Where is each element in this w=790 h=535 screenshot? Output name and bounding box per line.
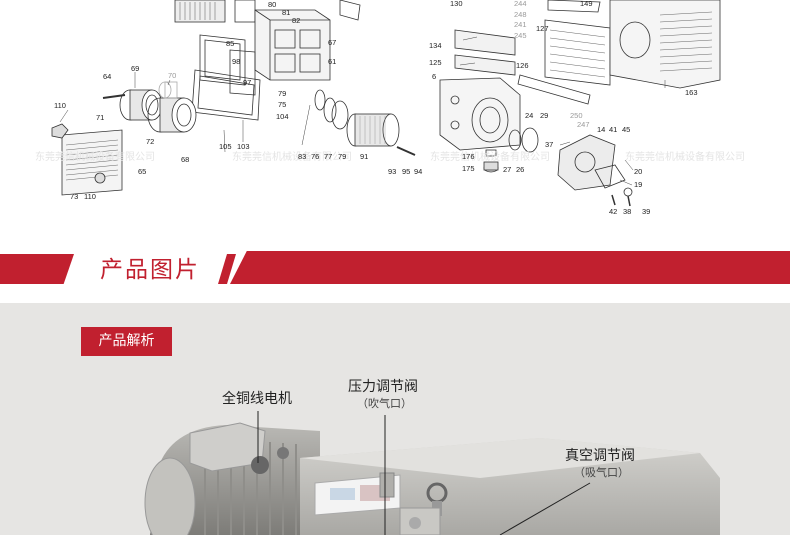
part-number: 19 bbox=[634, 180, 643, 189]
part-number: 67 bbox=[328, 38, 337, 47]
header-bar-slash bbox=[218, 254, 236, 284]
part-number: 37 bbox=[545, 140, 554, 149]
header-bar-right bbox=[230, 251, 790, 284]
part-number: 245 bbox=[514, 31, 527, 40]
part-number: 110 bbox=[84, 192, 96, 201]
part-number: 103 bbox=[237, 142, 250, 151]
watermark-text: 东莞莞信机械设备有限公司 bbox=[625, 152, 745, 163]
part-number: 94 bbox=[414, 167, 423, 176]
part-number: 248 bbox=[514, 10, 527, 19]
watermark-text: 东莞莞信机械设备有限公司 bbox=[232, 152, 352, 163]
part-number: 91 bbox=[360, 152, 369, 161]
part-number: 27 bbox=[503, 165, 512, 174]
watermark-text: 东莞莞信机械设备有限公司 bbox=[35, 152, 155, 163]
part-number: 134 bbox=[429, 41, 442, 50]
exploded-parts-diagram: 东莞莞信机械设备有限公司 东莞莞信机械设备有限公司 东莞莞信机械设备有限公司 东… bbox=[0, 0, 790, 235]
part-number: 105 bbox=[219, 142, 232, 151]
part-number: 69 bbox=[131, 64, 140, 73]
part-number: 85 bbox=[226, 39, 235, 48]
part-number: 97 bbox=[243, 78, 252, 87]
part-number: 241 bbox=[514, 20, 527, 29]
part-number: 83 bbox=[298, 152, 307, 161]
part-number: 64 bbox=[103, 72, 112, 81]
part-number: 104 bbox=[276, 112, 289, 121]
part-number: 42 bbox=[609, 207, 618, 216]
part-number: 163 bbox=[685, 88, 698, 97]
part-number: 26 bbox=[516, 165, 525, 174]
part-number: 127 bbox=[536, 24, 549, 33]
part-number: 75 bbox=[278, 100, 287, 109]
part-number: 244 bbox=[514, 0, 527, 8]
part-number: 76 bbox=[311, 152, 320, 161]
part-number: 71 bbox=[96, 113, 105, 122]
part-number: 61 bbox=[328, 57, 337, 66]
analysis-tag: 产品解析 bbox=[81, 327, 172, 356]
watermark-text: 东莞莞信机械设备有限公司 bbox=[430, 152, 550, 163]
part-number: 247 bbox=[577, 120, 590, 129]
part-number: 81 bbox=[282, 8, 291, 17]
part-number: 80 bbox=[268, 0, 277, 9]
part-number: 65 bbox=[138, 167, 147, 176]
callout-motor-label: 全铜线电机 bbox=[222, 391, 292, 407]
part-number: 6 bbox=[432, 72, 437, 81]
vacuum-pump-illustration bbox=[144, 411, 720, 535]
part-number: 126 bbox=[516, 61, 529, 70]
part-number: 110 bbox=[54, 101, 66, 110]
part-number: 20 bbox=[634, 167, 643, 176]
part-number: 24 bbox=[525, 111, 534, 120]
part-number: 176 bbox=[462, 152, 475, 161]
exploded-diagram-drawing bbox=[51, 0, 721, 207]
part-number: 14 bbox=[597, 125, 606, 134]
part-number: 38 bbox=[623, 207, 632, 216]
part-number: 93 bbox=[388, 167, 397, 176]
part-number: 72 bbox=[146, 137, 155, 146]
part-number: 125 bbox=[429, 58, 442, 67]
part-number: 68 bbox=[181, 155, 190, 164]
part-number: 39 bbox=[642, 207, 651, 216]
part-number: 79 bbox=[278, 89, 287, 98]
part-number: 45 bbox=[622, 125, 631, 134]
part-number: 73 bbox=[70, 192, 79, 201]
part-number: 29 bbox=[540, 111, 549, 120]
header-bar-left bbox=[0, 254, 74, 284]
part-number: 79 bbox=[338, 152, 347, 161]
part-number: 70 bbox=[168, 71, 177, 80]
part-number: 41 bbox=[609, 125, 618, 134]
part-number: 95 bbox=[402, 167, 411, 176]
callout-vacuum-valve-sub: （吸气口） bbox=[574, 466, 629, 479]
callout-vacuum-valve-label: 真空调节阀 bbox=[565, 448, 635, 464]
part-number: 130 bbox=[450, 0, 463, 8]
part-number: 250 bbox=[570, 111, 583, 120]
section-title: 产品图片 bbox=[100, 257, 200, 283]
part-number: 98 bbox=[232, 57, 241, 66]
part-number: 77 bbox=[324, 152, 333, 161]
part-number: 149 bbox=[580, 0, 593, 8]
part-number: 82 bbox=[292, 16, 301, 25]
callout-pressure-valve-sub: （吹气口） bbox=[357, 397, 412, 410]
product-photo: 产品解析 全铜线电机 压力调节阀 （吹气口） 真空调节阀 （吸气口） bbox=[0, 303, 790, 535]
callout-pressure-valve-label: 压力调节阀 bbox=[348, 379, 418, 395]
part-number: 175 bbox=[462, 164, 475, 173]
